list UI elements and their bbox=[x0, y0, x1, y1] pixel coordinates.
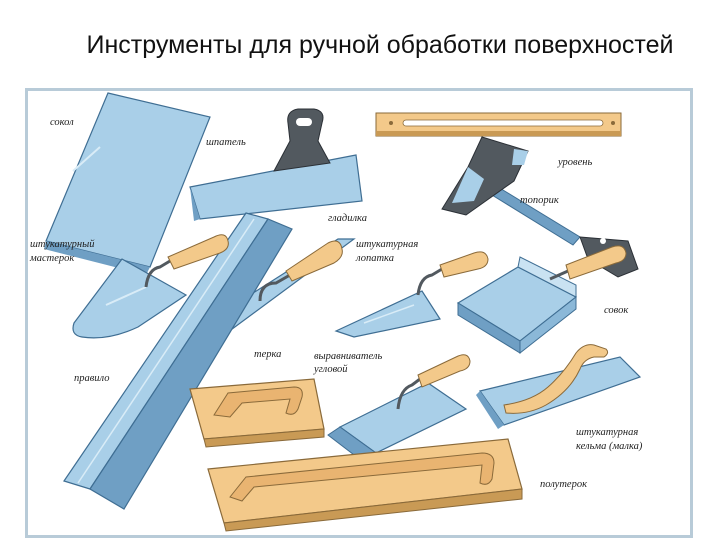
float-tool bbox=[189, 378, 325, 448]
label-corner-trowel-line2: угловой bbox=[313, 364, 348, 375]
label-terka: терка bbox=[254, 349, 281, 360]
label-poluterok: полутерок bbox=[540, 479, 587, 490]
plaster-trowel-tool bbox=[72, 234, 229, 339]
label-uroven: уровень bbox=[557, 157, 592, 168]
label-shpatel: шпатель bbox=[206, 137, 246, 148]
label-corner-trowel-line1: выравниватель bbox=[314, 351, 382, 362]
label-toporik: топорик bbox=[520, 195, 559, 206]
label-pravilo: правило bbox=[74, 373, 110, 384]
label-gladilka: гладилка bbox=[328, 213, 367, 224]
label-kelma-line2: кельма (малка) bbox=[576, 441, 643, 452]
level-tool bbox=[375, 112, 622, 137]
scoop-tool bbox=[456, 245, 627, 355]
label-plaster-spatula-line2: лопатка bbox=[355, 253, 394, 264]
label-plaster-spatula-line1: штукатурная bbox=[356, 239, 418, 250]
label-kelma-line1: штукатурная bbox=[576, 427, 638, 438]
rule-tool bbox=[63, 212, 293, 510]
label-plaster-trowel-line2: мастерок bbox=[29, 253, 74, 264]
label-plaster-trowel-line1: штукатурный bbox=[30, 239, 95, 250]
spatula-tool bbox=[189, 108, 363, 221]
plaster-spatula-tool bbox=[334, 251, 489, 338]
label-sokol: сокол bbox=[50, 117, 74, 128]
corner-trowel-tool bbox=[327, 354, 471, 462]
plaster-kelma-tool bbox=[476, 344, 642, 429]
label-sovok: совок bbox=[604, 305, 628, 316]
half-float-tool bbox=[207, 438, 523, 532]
slide-title: Инструменты для ручной обработки поверхн… bbox=[86, 31, 674, 59]
tools-illustration: сокол шпатель уровень топорик гладилка ш… bbox=[25, 88, 693, 538]
